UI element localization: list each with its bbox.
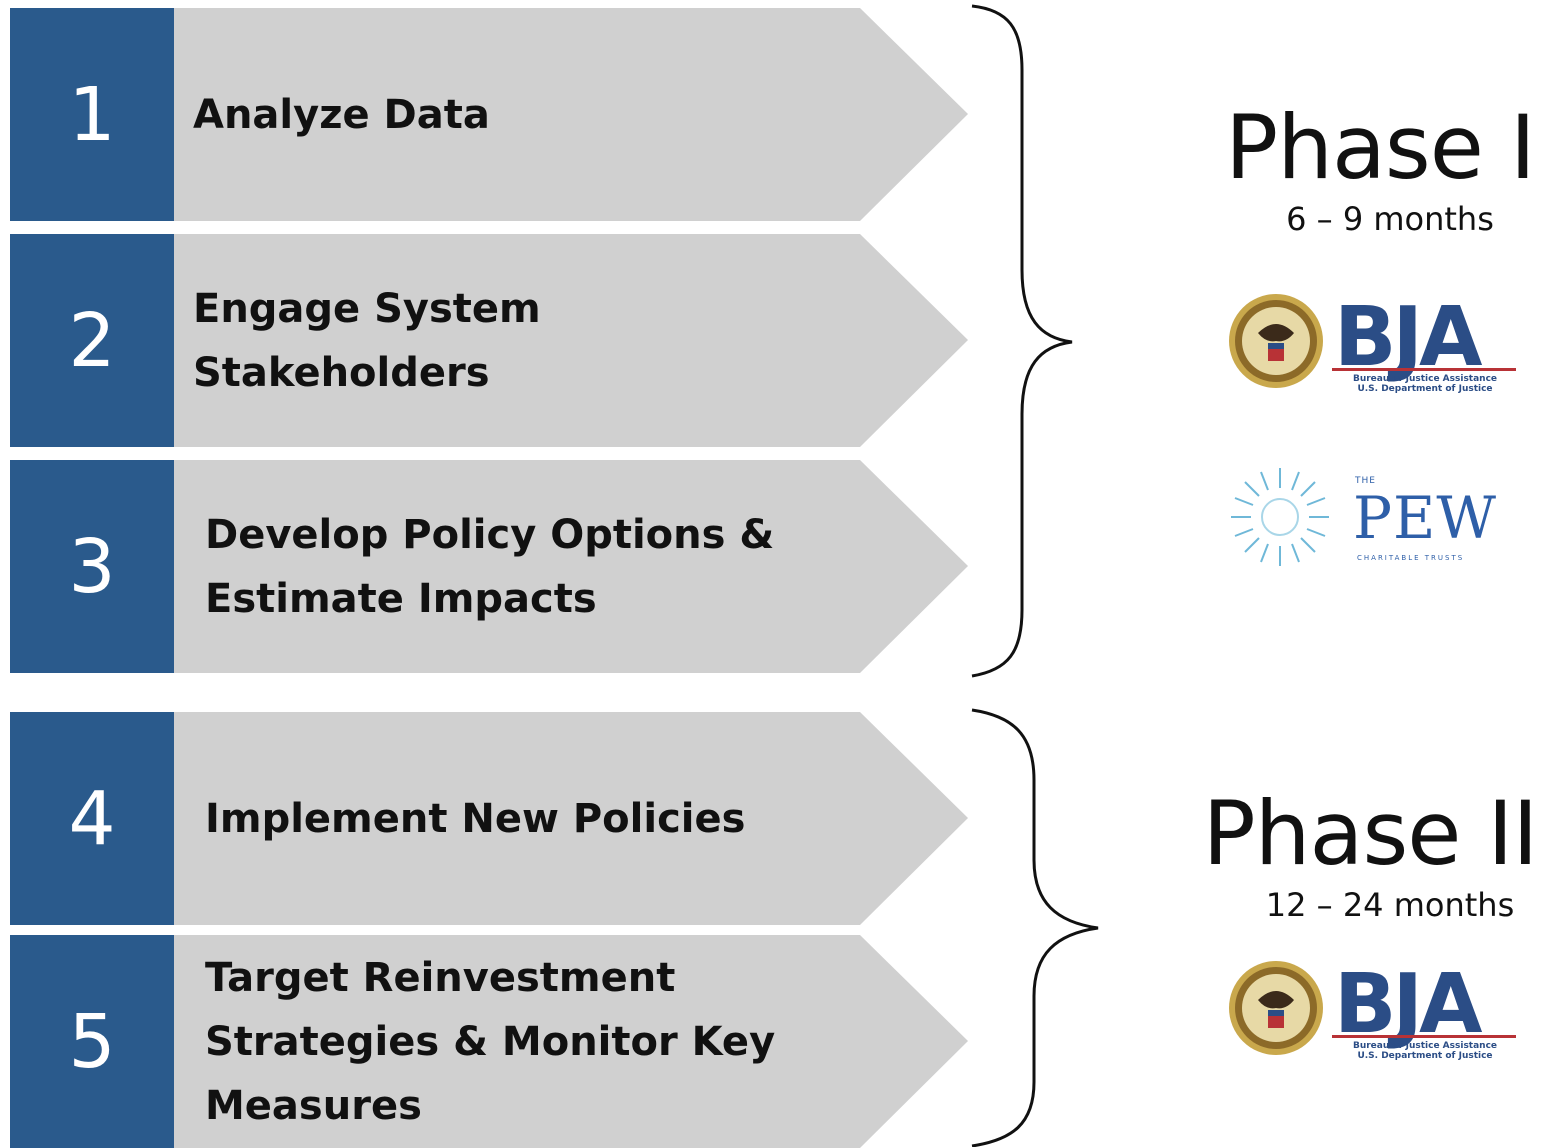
step-arrow <box>10 712 968 925</box>
doj-seal-icon: BJA <box>1229 957 1516 1055</box>
bja-line-2: U.S. Department of Justice <box>1357 384 1493 394</box>
bja-logo: BJA Bureau of Justice Assistance U.S. De… <box>1228 285 1518 395</box>
step-label: Analyze Data <box>193 91 490 138</box>
step-arrow <box>10 234 968 447</box>
step-arrow <box>10 460 968 673</box>
step-arrow <box>10 935 968 1148</box>
step-number: 5 <box>68 998 116 1085</box>
step-label: Engage System Stakeholders <box>193 285 541 396</box>
step-label: Target Reinvestment Strategies & Monitor… <box>205 954 776 1129</box>
bja-line-1: Bureau of Justice Assistance <box>1352 1041 1498 1051</box>
step-number: 3 <box>68 523 116 610</box>
doj-seal-icon: BJA <box>1229 290 1516 388</box>
phase-2-brace <box>971 708 1099 1147</box>
step-arrow <box>10 8 968 221</box>
bja-logo: BJA Bureau of Justice Assistance U.S. De… <box>1228 952 1518 1062</box>
step-label: Develop Policy Options & Estimate Impact… <box>205 511 775 622</box>
pew-the: THE <box>1355 476 1376 486</box>
step-5: 5 Target Reinvestment Strategies & Monit… <box>10 935 968 1148</box>
step-4: 4 Implement New Policies <box>10 712 968 925</box>
step-label: Implement New Policies <box>205 795 746 842</box>
phase-2-title: Phase II <box>1202 782 1539 885</box>
bja-line-2: U.S. Department of Justice <box>1357 1051 1493 1061</box>
phase-2-duration: 12 – 24 months <box>1265 886 1515 924</box>
pew-logo: THE PEW CHARITABLE TRUSTS <box>1225 462 1525 572</box>
step-number: 1 <box>68 71 116 158</box>
step-number: 2 <box>68 297 116 384</box>
phase-1-duration: 6 – 9 months <box>1286 200 1494 238</box>
bja-line-1: Bureau of Justice Assistance <box>1352 374 1498 384</box>
pew-name: PEW <box>1353 484 1497 552</box>
step-3: 3 Develop Policy Options & Estimate Impa… <box>10 460 968 673</box>
phase-1-title: Phase I <box>1225 96 1536 199</box>
step-2: 2 Engage System Stakeholders <box>10 234 968 447</box>
pew-sunburst-icon <box>1231 468 1329 566</box>
phase-1-brace <box>971 4 1073 678</box>
step-1: 1 Analyze Data <box>10 8 968 221</box>
step-number: 4 <box>68 775 116 862</box>
pew-subtitle: CHARITABLE TRUSTS <box>1357 554 1465 562</box>
